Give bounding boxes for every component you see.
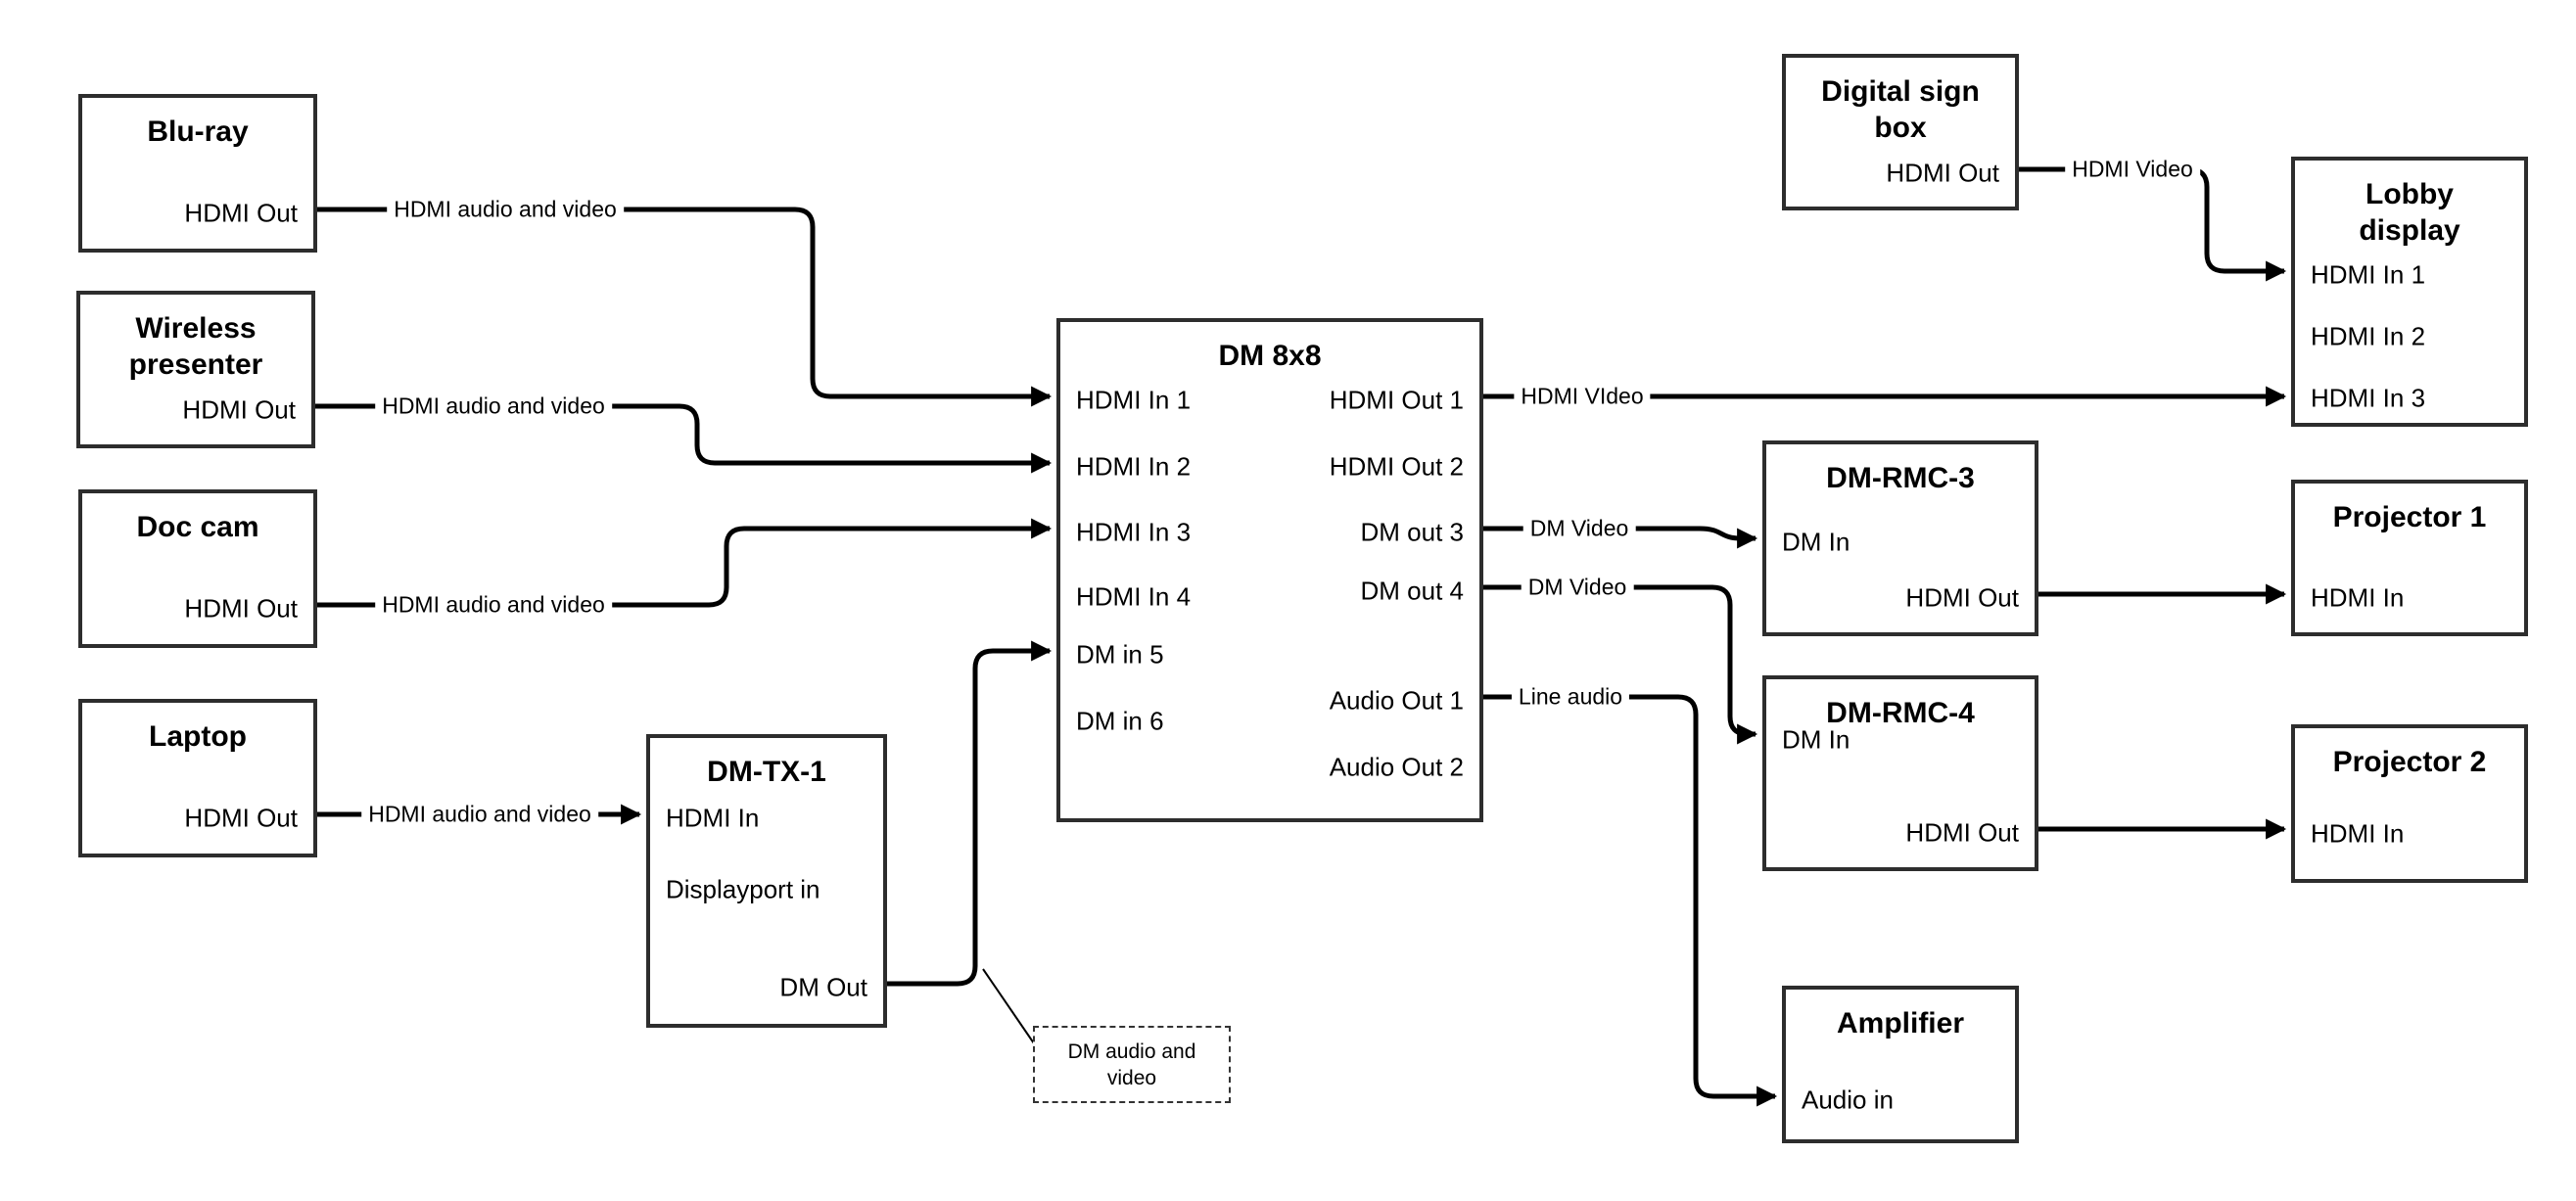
label-hdmi-video-wire: HDMI VIdeo: [1514, 383, 1651, 410]
dm-8x8-title: DM 8x8: [1218, 340, 1322, 372]
projector-1-title: Projector 1: [2332, 501, 2487, 533]
dmtx1-port-hdmi-in: HDMI In: [666, 803, 760, 833]
box-dm-8x8: DM 8x8 HDMI In 1 HDMI In 2 HDMI In 3 HDM…: [1056, 318, 1483, 822]
wire-audio-out-1-to-amplifier: [1483, 694, 1778, 1107]
box-doc-cam: Doc cam HDMI Out: [78, 489, 317, 648]
dm8x8-port-hdmi-out-2: HDMI Out 2: [1329, 451, 1464, 482]
bluray-title: Blu-ray: [147, 115, 249, 148]
dmrmc4-port-hdmi-out: HDMI Out: [1905, 817, 2019, 848]
dm-tx-1-title: DM-TX-1: [707, 756, 826, 788]
box-bluray: Blu-ray HDMI Out: [78, 94, 317, 253]
dm8x8-port-hdmi-in-3: HDMI In 3: [1076, 517, 1192, 547]
box-laptop: Laptop HDMI Out: [78, 699, 317, 857]
label-bluray-wire: HDMI audio and video: [387, 196, 624, 223]
dm-rmc-4-title: DM-RMC-4: [1826, 697, 1975, 729]
wireless-presenter-title: Wireless presenter: [128, 312, 263, 381]
box-amplifier: Amplifier Audio in: [1782, 986, 2019, 1143]
dm8x8-port-hdmi-in-2: HDMI In 2: [1076, 451, 1192, 482]
dm8x8-port-hdmi-in-1: HDMI In 1: [1076, 385, 1192, 415]
label-line-audio-wire: Line audio: [1511, 683, 1630, 711]
doc-cam-title: Doc cam: [136, 511, 259, 543]
label-doccam-wire: HDMI audio and video: [375, 591, 612, 619]
doccam-port-hdmi-out: HDMI Out: [184, 593, 298, 624]
lobby-port-hdmi-in-3: HDMI In 3: [2311, 383, 2426, 413]
box-projector-2: Projector 2 HDMI In: [2291, 724, 2528, 883]
box-dm-tx-1: DM-TX-1 HDMI In Displayport in DM Out: [646, 734, 887, 1028]
digital-sign-title: Digital sign box: [1821, 75, 1980, 144]
wire-bluray-to-hdmi-in-1: [317, 207, 1053, 407]
note-text: DM audio and video: [1067, 1039, 1196, 1089]
amplifier-port-audio-in: Audio in: [1802, 1085, 1894, 1115]
wireless-port-hdmi-out: HDMI Out: [182, 394, 296, 425]
box-dm-rmc-4: DM-RMC-4 DM In HDMI Out: [1762, 675, 2038, 871]
amplifier-title: Amplifier: [1836, 1007, 1965, 1039]
dm8x8-port-dm-out-4: DM out 4: [1360, 576, 1465, 606]
box-digital-sign: Digital sign box HDMI Out: [1782, 54, 2019, 210]
dmrmc4-port-dm-in: DM In: [1782, 724, 1850, 755]
projector-2-title: Projector 2: [2332, 746, 2487, 778]
lobby-port-hdmi-in-1: HDMI In 1: [2311, 259, 2426, 290]
box-projector-1: Projector 1 HDMI In: [2291, 480, 2528, 636]
bluray-port-hdmi-out: HDMI Out: [184, 198, 298, 228]
wire-dm-out-4-to-rmc4: [1483, 584, 1758, 745]
dmtx1-port-displayport-in: Displayport in: [666, 874, 820, 904]
label-sign-video-wire: HDMI Video: [2065, 156, 2200, 183]
digital-sign-port-hdmi-out: HDMI Out: [1886, 158, 1999, 188]
dm8x8-port-hdmi-in-4: HDMI In 4: [1076, 581, 1192, 612]
lobby-display-title: Lobby display: [2359, 178, 2460, 247]
dmrmc3-port-dm-in: DM In: [1782, 527, 1850, 557]
label-dm-video-4-wire: DM Video: [1521, 574, 1634, 601]
wire-wireless-to-hdmi-in-2: [315, 403, 1053, 474]
dm8x8-port-audio-out-1: Audio Out 1: [1329, 685, 1464, 716]
dm8x8-port-audio-out-2: Audio Out 2: [1329, 752, 1464, 782]
label-dm-video-3-wire: DM Video: [1522, 515, 1636, 542]
note-leader-line: [982, 968, 1035, 1044]
dmrmc3-port-hdmi-out: HDMI Out: [1905, 582, 2019, 613]
lobby-port-hdmi-in-2: HDMI In 2: [2311, 321, 2426, 351]
projector-2-port-hdmi-in: HDMI In: [2311, 818, 2405, 849]
dm8x8-port-dm-in-5: DM in 5: [1076, 639, 1164, 670]
box-wireless-presenter: Wireless presenter HDMI Out: [76, 291, 315, 448]
laptop-title: Laptop: [149, 720, 247, 753]
dm8x8-port-dm-in-6: DM in 6: [1076, 706, 1164, 736]
dm8x8-port-hdmi-out-1: HDMI Out 1: [1329, 385, 1464, 415]
laptop-port-hdmi-out: HDMI Out: [184, 803, 298, 833]
wire-dmtx1-to-dm-in-5: [887, 640, 1053, 987]
label-wireless-wire: HDMI audio and video: [375, 393, 612, 420]
box-dm-rmc-3: DM-RMC-3 DM In HDMI Out: [1762, 440, 2038, 636]
dm-rmc-3-title: DM-RMC-3: [1826, 462, 1975, 494]
note-dm-audio-and-video: DM audio and video: [1033, 1026, 1231, 1103]
box-lobby-display: Lobby display HDMI In 1 HDMI In 2 HDMI I…: [2291, 157, 2528, 427]
dmtx1-port-dm-out: DM Out: [779, 972, 867, 1002]
wire-sign-to-lobby-in-1: [2019, 166, 2287, 282]
dm8x8-port-dm-out-3: DM out 3: [1360, 517, 1465, 547]
wire-dm-out-3-to-rmc3: [1483, 526, 1758, 549]
wire-doccam-to-hdmi-in-3: [317, 518, 1053, 608]
projector-1-port-hdmi-in: HDMI In: [2311, 582, 2405, 613]
label-laptop-wire: HDMI audio and video: [361, 801, 598, 828]
